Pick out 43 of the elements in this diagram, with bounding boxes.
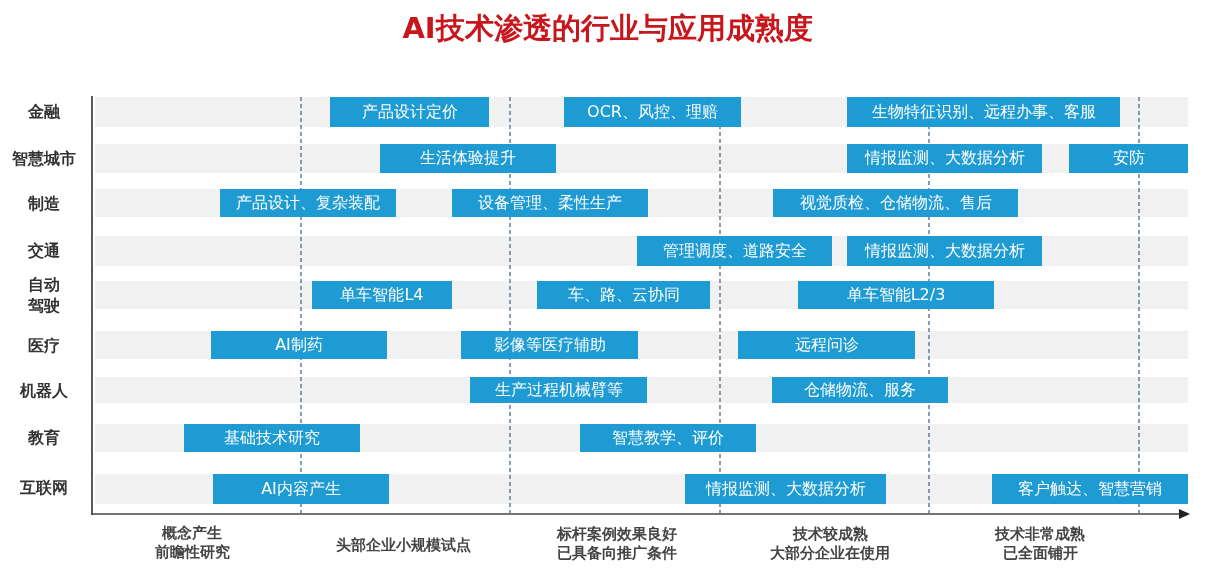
industry-label: 制造 — [27, 192, 61, 214]
chart-title: AI技术渗透的行业与应用成熟度 — [401, 10, 814, 46]
application-bar: 基础技术研究 — [184, 424, 360, 452]
application-bar: 影像等医疗辅助 — [461, 331, 638, 359]
application-bar: 产品设计、复杂装配 — [220, 189, 396, 217]
application-bar: 情报监测、大数据分析 — [847, 236, 1042, 266]
application-bar: 智慧教学、评价 — [580, 424, 756, 452]
application-bar: 产品设计定价 — [330, 97, 489, 127]
industry-label: 智慧城市 — [11, 147, 77, 169]
application-bar: 远程问诊 — [738, 331, 915, 359]
stage-label: 概念产生 — [162, 523, 222, 543]
industry-label: 互联网 — [19, 476, 69, 498]
industry-label: 金融 — [27, 100, 61, 122]
stage-label: 头部企业小规模试点 — [335, 535, 471, 555]
stage-label: 已具备向推广条件 — [557, 543, 677, 563]
application-bar: 生产过程机械臂等 — [470, 377, 647, 403]
industry-label: 机器人 — [19, 379, 69, 401]
stage-label: 已全面铺开 — [1002, 543, 1078, 563]
industry-label: 自动驾驶 — [27, 274, 61, 316]
application-bar: 视觉质检、仓储物流、售后 — [773, 189, 1018, 217]
application-bar: 安防 — [1069, 144, 1188, 173]
stage-label: 大部分企业在使用 — [770, 543, 890, 563]
application-bar: 管理调度、道路安全 — [637, 236, 832, 266]
application-bar: 设备管理、柔性生产 — [452, 189, 648, 217]
application-bar: 客户触达、智慧营销 — [992, 474, 1188, 504]
industry-label: 教育 — [27, 426, 61, 448]
application-bar: 情报监测、大数据分析 — [685, 474, 886, 504]
application-bar: 车、路、云协同 — [537, 281, 710, 309]
application-bar: 单车智能L4 — [312, 281, 452, 309]
application-bar: 生活体验提升 — [380, 144, 556, 173]
application-bar: 生物特征识别、远程办事、客服 — [847, 97, 1120, 127]
application-bar: 情报监测、大数据分析 — [847, 144, 1042, 173]
industry-label: 医疗 — [27, 334, 61, 356]
stage-label: 技术较成熟 — [792, 524, 868, 544]
industry-label: 交通 — [27, 239, 61, 261]
application-bar: AI制药 — [211, 331, 387, 359]
stage-label: 标杆案例效果良好 — [557, 524, 677, 544]
application-bar: 仓储物流、服务 — [772, 377, 948, 403]
application-bar: OCR、风控、理赔 — [564, 97, 741, 127]
application-bar: 单车智能L2/3 — [798, 281, 994, 309]
application-bar: AI内容产生 — [213, 474, 389, 504]
stage-label: 前瞻性研究 — [154, 542, 230, 562]
stage-label: 技术非常成熟 — [995, 524, 1085, 544]
